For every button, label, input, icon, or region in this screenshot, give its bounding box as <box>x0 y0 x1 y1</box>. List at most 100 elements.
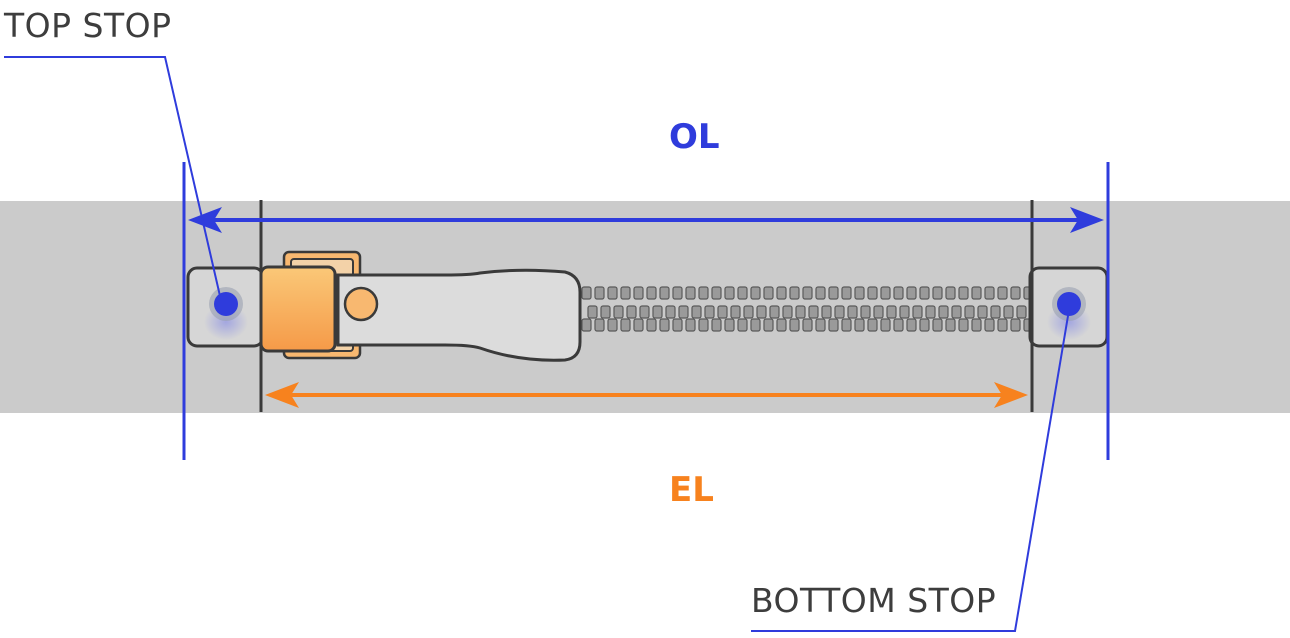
zipper-tooth <box>672 318 683 332</box>
zipper-tooth <box>724 286 735 300</box>
zipper-tooth <box>834 305 845 319</box>
zipper-tooth <box>639 305 650 319</box>
zipper-tooth <box>828 318 839 332</box>
zipper-tooth <box>802 318 813 332</box>
zipper-tooth <box>893 286 904 300</box>
zipper-tooth <box>919 318 930 332</box>
zipper-tooth <box>841 318 852 332</box>
zipper-tooth <box>620 286 631 300</box>
zipper-tooth <box>678 305 689 319</box>
zipper-tooth <box>984 286 995 300</box>
zipper-tooth <box>1010 286 1021 300</box>
zipper-tooth <box>704 305 715 319</box>
zipper-tooth <box>646 318 657 332</box>
zipper-tooth <box>717 305 728 319</box>
zipper-tooth <box>600 305 611 319</box>
zipper-tooth <box>763 318 774 332</box>
zipper-tooth <box>958 318 969 332</box>
el-label: EL <box>669 470 714 510</box>
zipper-tooth <box>815 286 826 300</box>
zipper-tooth <box>828 286 839 300</box>
zipper-tooth <box>743 305 754 319</box>
zipper-tooth <box>938 305 949 319</box>
zipper-tooth <box>607 318 618 332</box>
ol-label: OL <box>669 117 720 157</box>
zipper-tooth <box>795 305 806 319</box>
zipper-tooth <box>665 305 676 319</box>
zipper-tooth <box>802 286 813 300</box>
zipper-tooth <box>581 318 592 332</box>
zipper-tooth <box>620 318 631 332</box>
zipper-tooth <box>821 305 832 319</box>
zipper-tooth <box>607 286 618 300</box>
zipper-tooth <box>659 286 670 300</box>
bottom-stop-dot <box>1057 292 1081 316</box>
zipper-tooth <box>971 318 982 332</box>
zipper-tooth <box>1016 305 1027 319</box>
zipper-tooth <box>951 305 962 319</box>
zipper-tooth <box>945 318 956 332</box>
top-stop-label: TOP STOP <box>4 6 172 45</box>
zipper-tooth <box>626 305 637 319</box>
zipper-tooth <box>971 286 982 300</box>
zipper-tooth <box>730 305 741 319</box>
zipper-tooth <box>594 318 605 332</box>
zipper-tooth <box>841 286 852 300</box>
zipper-tooth <box>815 318 826 332</box>
zipper-tooth <box>847 305 858 319</box>
zipper-tooth <box>964 305 975 319</box>
zipper-tooth <box>698 286 709 300</box>
zipper-tooth <box>958 286 969 300</box>
zipper-tooth <box>789 318 800 332</box>
zipper-tooth <box>932 318 943 332</box>
pull-tab <box>336 268 582 362</box>
zipper-tooth <box>685 318 696 332</box>
zipper-tooth <box>685 286 696 300</box>
zipper-tooth <box>912 305 923 319</box>
zipper-tooth <box>724 318 735 332</box>
zipper-tooth <box>860 305 871 319</box>
zipper-tooth <box>977 305 988 319</box>
zipper-tooth <box>737 286 748 300</box>
top-stop-dot <box>214 292 238 316</box>
zipper-tooth <box>763 286 774 300</box>
zipper-tooth <box>737 318 748 332</box>
zipper-tooth <box>711 286 722 300</box>
zipper-tooth <box>691 305 702 319</box>
zipper-tooth <box>906 318 917 332</box>
zipper-tooth <box>782 305 793 319</box>
zipper-tooth <box>984 318 995 332</box>
zipper-tooth <box>756 305 767 319</box>
zipper-tooth <box>873 305 884 319</box>
zipper-tooth <box>789 286 800 300</box>
zipper-tooth <box>886 305 897 319</box>
zipper-tooth <box>867 318 878 332</box>
zipper-tooth <box>581 286 592 300</box>
top-stop-leader <box>4 56 221 297</box>
zipper-tooth <box>633 318 644 332</box>
zipper-tooth <box>899 305 910 319</box>
zipper-tooth <box>769 305 780 319</box>
zipper-tooth <box>633 286 644 300</box>
zipper-tooth <box>711 318 722 332</box>
zipper-tooth <box>854 318 865 332</box>
zipper-tooth <box>652 305 663 319</box>
zipper-tooth <box>808 305 819 319</box>
zipper-tooth <box>932 286 943 300</box>
ol-dimension-arrow <box>188 207 1104 233</box>
zipper-tooth <box>1010 318 1021 332</box>
zipper-tooth <box>594 286 605 300</box>
zipper-tooth <box>646 286 657 300</box>
zipper-tooth <box>750 286 761 300</box>
zipper-tooth <box>880 318 891 332</box>
zipper-tooth <box>893 318 904 332</box>
zipper-tooth <box>925 305 936 319</box>
zipper-tooth <box>997 318 1008 332</box>
zipper-tooth <box>587 305 598 319</box>
zipper-tooth <box>659 318 670 332</box>
zipper-tooth <box>906 286 917 300</box>
zipper-tooth <box>880 286 891 300</box>
zipper-tooth <box>997 286 1008 300</box>
